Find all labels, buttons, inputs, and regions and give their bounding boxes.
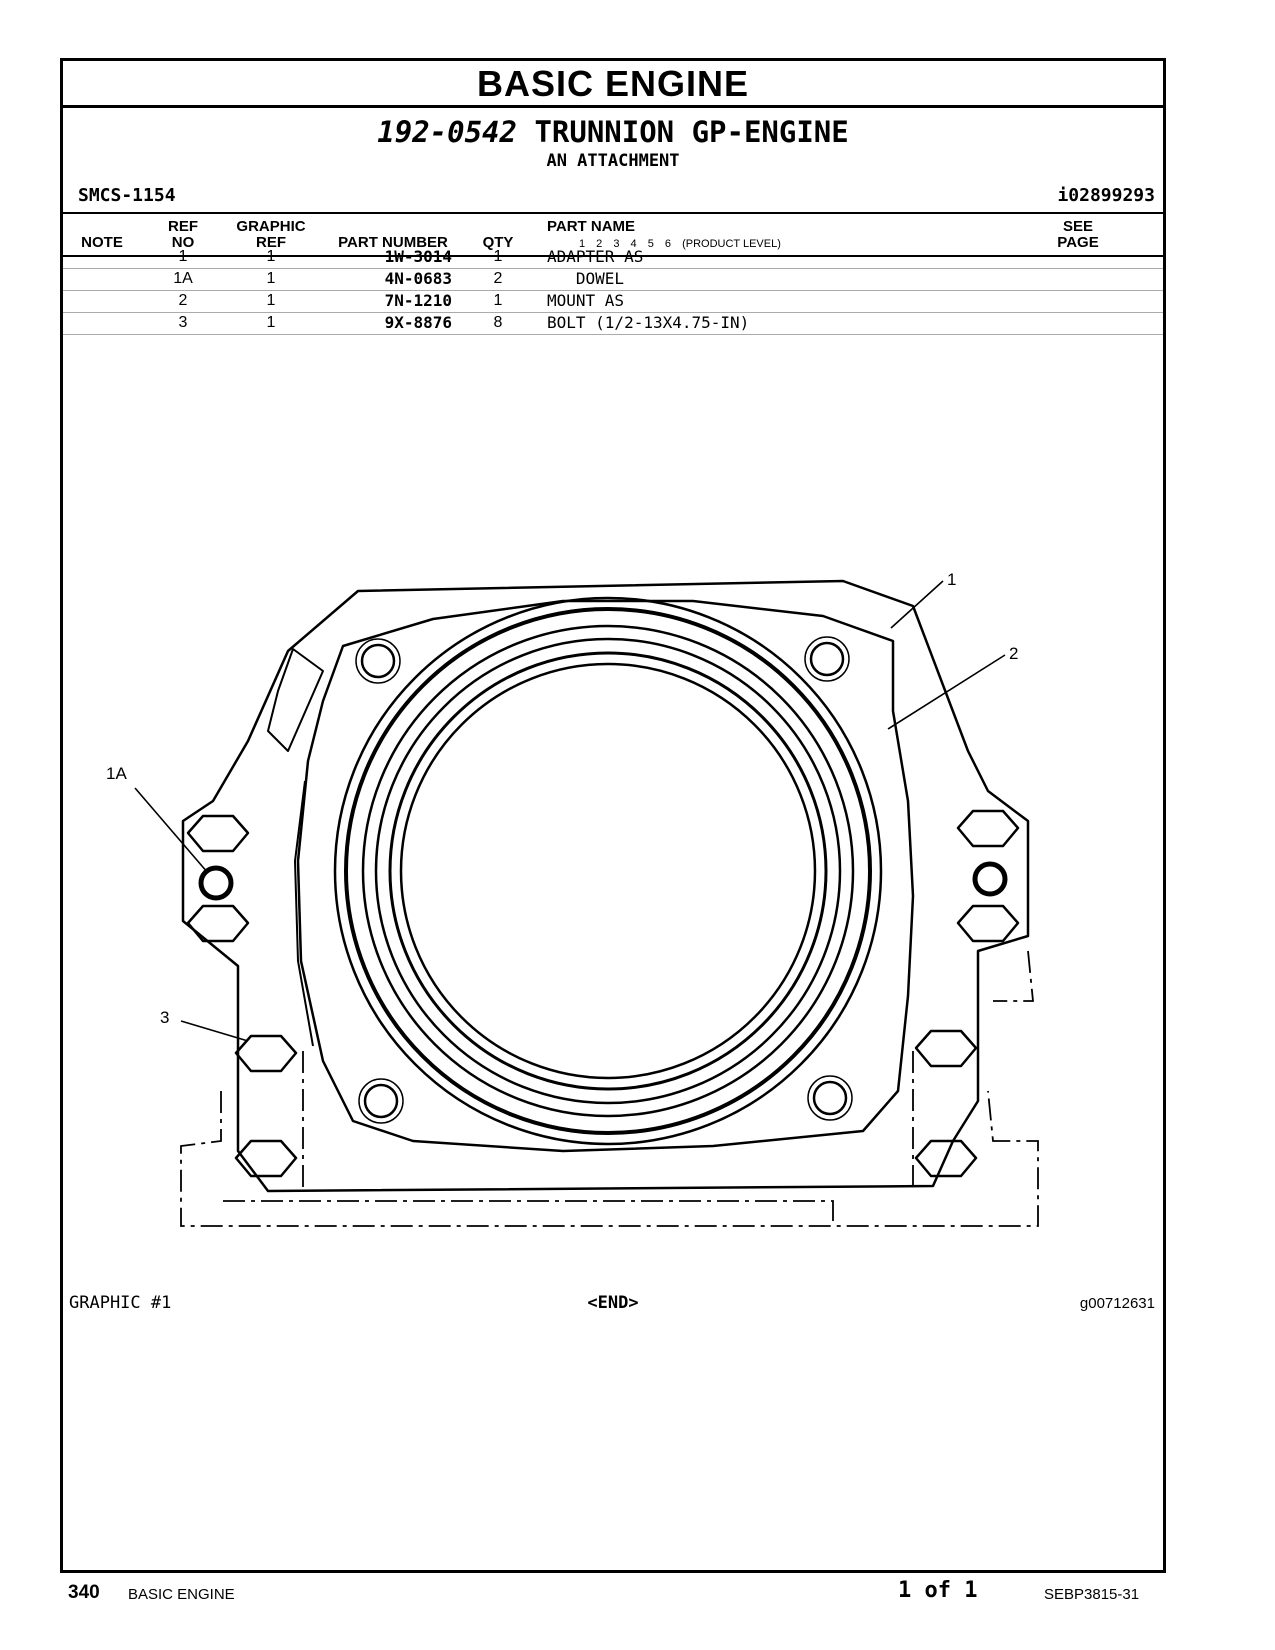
- callout-2: 2: [1009, 644, 1018, 663]
- table-row: 3 1 9X-8876 8 BOLT (1/2-13X4.75-IN): [63, 312, 1163, 335]
- header-divider: [63, 212, 1163, 214]
- trunnion-graphic: 1 2 1A 3: [106, 570, 1039, 1227]
- header-part-name: PART NAME: [547, 218, 636, 235]
- table-row: 1A 1 4N-0683 2 DOWEL: [63, 268, 1163, 291]
- end-marker: <END>: [587, 1293, 639, 1313]
- header-part-number: PART NUMBER: [338, 234, 448, 251]
- footer-section: BASIC ENGINE: [128, 1586, 235, 1603]
- product-level-row: 1 2 3 4 5 6 (PRODUCT LEVEL): [579, 238, 781, 250]
- page-number: 340: [68, 1582, 100, 1603]
- callout-3: 3: [160, 1008, 169, 1027]
- smcs-code: SMCS-1154: [78, 185, 176, 206]
- doc-number: SEBP3815-31: [1044, 1586, 1140, 1603]
- table-row: 2 1 7N-1210 1 MOUNT AS: [63, 290, 1163, 313]
- table-header-divider: [63, 255, 1163, 257]
- graphic-caption: GRAPHIC #1: [69, 1293, 172, 1313]
- section-title: BASIC ENGINE: [63, 61, 1163, 108]
- group-number: 192-0542: [377, 115, 517, 149]
- callout-1a: 1A: [106, 764, 127, 783]
- page-frame: BASIC ENGINE 192-0542 TRUNNION GP-ENGINE…: [60, 58, 1166, 1573]
- header-note: NOTE: [81, 234, 123, 251]
- table-row: 1 1 1W-3014 1 ADAPTER AS: [63, 246, 1163, 269]
- group-title: 192-0542 TRUNNION GP-ENGINE: [63, 115, 1163, 149]
- graphic-id: g00712631: [1079, 1295, 1155, 1312]
- document-id: i02899293: [1057, 185, 1155, 206]
- header-qty: QTY: [482, 234, 514, 251]
- page-of: 1 of 1: [898, 1578, 978, 1603]
- group-subtitle: AN ATTACHMENT: [546, 151, 680, 171]
- callout-1: 1: [947, 570, 956, 589]
- group-name: TRUNNION GP-ENGINE: [534, 115, 849, 149]
